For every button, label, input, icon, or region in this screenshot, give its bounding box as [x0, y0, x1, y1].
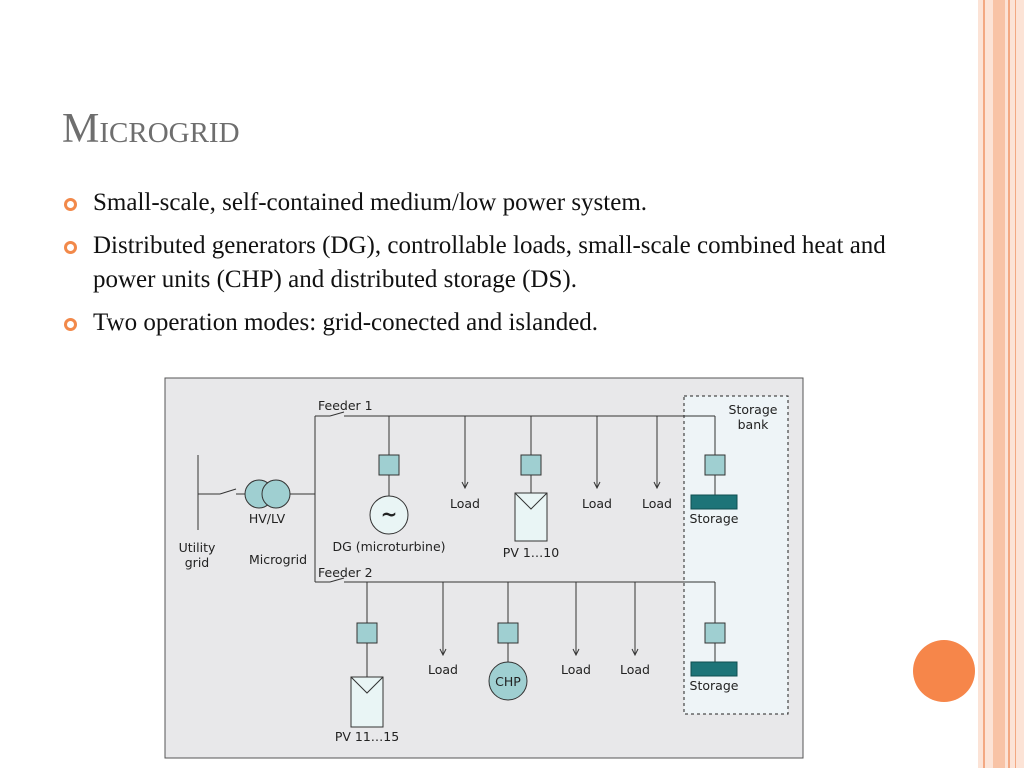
breaker-icon: [378, 454, 400, 476]
bullet-circle-icon: [64, 318, 77, 331]
bullet-circle-icon: [64, 198, 77, 211]
storage-label: Storage: [690, 678, 739, 693]
utility-grid-label-line2: grid: [185, 555, 209, 570]
load-label: Load: [428, 662, 458, 677]
bullet-circle-icon: [64, 241, 77, 254]
feeder2-label: Feeder 2: [318, 565, 373, 580]
utility-grid-label-line1: Utility: [179, 540, 216, 555]
storage-battery-icon: [690, 661, 738, 677]
transformer-label: HV/LV: [249, 511, 286, 526]
load-label: Load: [450, 496, 480, 511]
bullet-text: Two operation modes: grid-conected and i…: [93, 309, 599, 336]
storage-bank-label-line2: bank: [738, 417, 770, 432]
decor-stripe-line: [983, 0, 985, 768]
storage-label: Storage: [690, 511, 739, 526]
feeder1-label: Feeder 1: [318, 398, 373, 413]
chp-label: CHP: [495, 674, 521, 689]
bullet-text: Distributed generators (DG), controllabl…: [93, 232, 886, 293]
wiring: [197, 411, 716, 677]
slide-title: Microgrid: [62, 106, 240, 152]
decor-stripe-band: [993, 0, 1005, 768]
breakers: [356, 454, 726, 644]
pv-panel-icon: [514, 492, 548, 542]
storage-battery-icon: [690, 494, 738, 510]
bullet-item: Distributed generators (DG), controllabl…: [62, 229, 902, 297]
load-label: Load: [561, 662, 591, 677]
pv-panel-icon: [350, 676, 384, 728]
microgrid-label: Microgrid: [249, 552, 307, 567]
load-label: Load: [642, 496, 672, 511]
dg-symbol: ~: [381, 502, 398, 526]
bullet-list: Small-scale, self-contained medium/low p…: [62, 186, 902, 349]
load-label: Load: [582, 496, 612, 511]
breaker-icon: [520, 454, 542, 476]
breaker-icon: [356, 622, 378, 644]
decor-stripe-line: [1015, 0, 1016, 768]
bullet-item: Two operation modes: grid-conected and i…: [62, 306, 902, 340]
storage-bank-label-line1: Storage: [729, 402, 778, 417]
chp-icon: [488, 661, 528, 701]
breaker-icon: [704, 454, 726, 476]
bullet-text: Small-scale, self-contained medium/low p…: [93, 189, 648, 216]
pv2-label: PV 11…15: [335, 729, 399, 744]
decorative-circle: [913, 640, 975, 702]
storage-bank-box: [683, 395, 789, 715]
breaker-icon: [704, 622, 726, 644]
pv1-label: PV 1…10: [503, 545, 559, 560]
breaker-icon: [497, 622, 519, 644]
bullet-item: Small-scale, self-contained medium/low p…: [62, 186, 902, 220]
decor-stripe-line: [1008, 0, 1010, 768]
microturbine-icon: [369, 495, 409, 535]
dg-label: DG (microturbine): [332, 539, 445, 554]
transformer-icon: [244, 479, 291, 509]
load-label: Load: [620, 662, 650, 677]
